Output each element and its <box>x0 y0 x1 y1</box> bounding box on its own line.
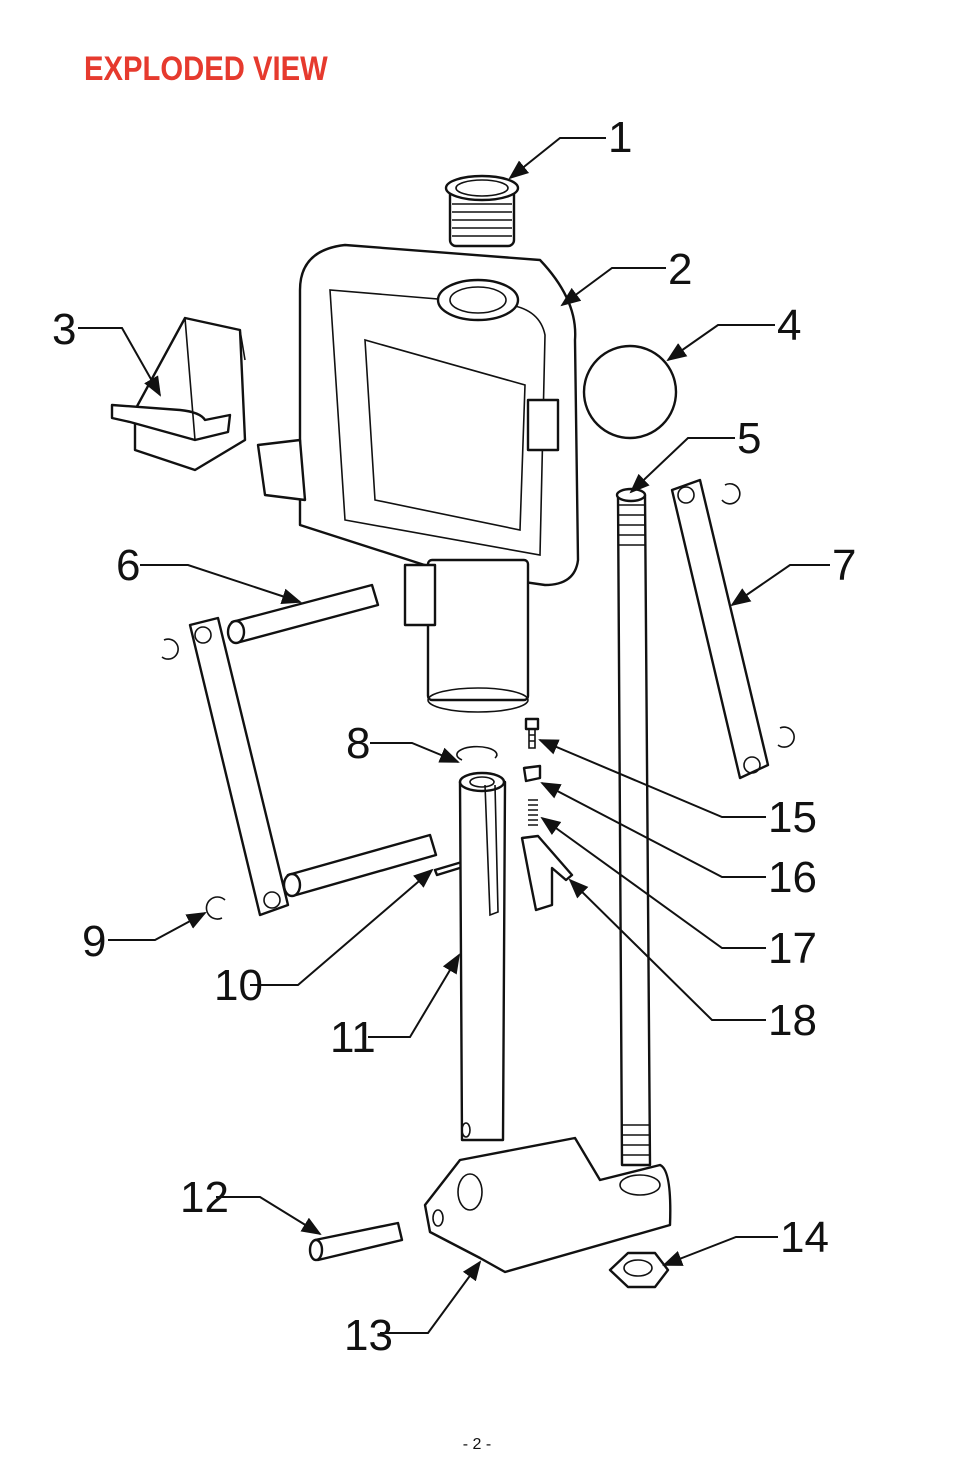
part-link-left <box>161 616 290 917</box>
callout-6: 6 <box>116 541 302 604</box>
svg-text:15: 15 <box>768 793 817 842</box>
part-small-pin <box>433 860 465 877</box>
part-screw <box>524 717 540 749</box>
part-press-frame <box>256 243 580 713</box>
part-sleeve <box>522 764 542 783</box>
part-ball <box>582 344 678 440</box>
svg-text:2: 2 <box>668 245 692 294</box>
part-ram <box>458 771 507 1142</box>
callout-16: 16 <box>540 782 817 902</box>
svg-text:18: 18 <box>768 996 817 1045</box>
callout-13: 13 <box>344 1260 482 1360</box>
svg-text:8: 8 <box>346 719 370 768</box>
svg-text:5: 5 <box>737 414 761 463</box>
part-base <box>423 1136 672 1274</box>
svg-text:3: 3 <box>52 305 76 354</box>
svg-text:12: 12 <box>180 1173 229 1222</box>
callout-2: 2 <box>560 245 692 307</box>
part-base-pin <box>308 1221 404 1262</box>
svg-text:17: 17 <box>768 924 817 973</box>
svg-text:14: 14 <box>780 1213 829 1262</box>
part-nut <box>608 1251 670 1289</box>
svg-text:11: 11 <box>330 1013 376 1062</box>
callout-10: 10 <box>214 868 434 1010</box>
callout-5: 5 <box>629 414 761 494</box>
callout-11: 11 <box>330 953 461 1062</box>
part-spring <box>528 799 538 826</box>
svg-text:13: 13 <box>344 1311 393 1360</box>
part-link-pin-lower <box>282 833 438 898</box>
part-die-bushing <box>444 174 520 248</box>
svg-text:10: 10 <box>214 961 263 1010</box>
callout-14: 14 <box>662 1213 829 1266</box>
callout-18: 18 <box>568 878 817 1045</box>
part-primer-catcher <box>110 316 247 472</box>
callout-4: 4 <box>666 301 801 362</box>
svg-text:16: 16 <box>768 853 817 902</box>
page-title: EXPLODED VIEW <box>84 50 328 88</box>
callout-1: 1 <box>508 113 632 180</box>
svg-text:7: 7 <box>832 541 856 590</box>
part-retaining-ring <box>456 745 498 761</box>
part-e-clip <box>205 896 226 920</box>
part-primer-arm <box>520 834 574 912</box>
callout-8: 8 <box>346 719 460 768</box>
callout-9: 9 <box>82 912 207 966</box>
svg-text:6: 6 <box>116 541 140 590</box>
page-number: - 2 - <box>462 1436 492 1453</box>
svg-text:9: 9 <box>82 917 106 966</box>
callout-7: 7 <box>730 541 856 607</box>
part-link-pin-upper <box>226 583 380 645</box>
svg-text:1: 1 <box>608 113 632 162</box>
callout-17: 17 <box>540 816 817 973</box>
part-link-right <box>670 478 795 780</box>
callout-15: 15 <box>538 739 817 842</box>
svg-text:4: 4 <box>777 301 801 350</box>
part-tie-rod <box>615 487 652 1167</box>
callout-3: 3 <box>52 305 161 397</box>
callout-12: 12 <box>180 1173 322 1236</box>
